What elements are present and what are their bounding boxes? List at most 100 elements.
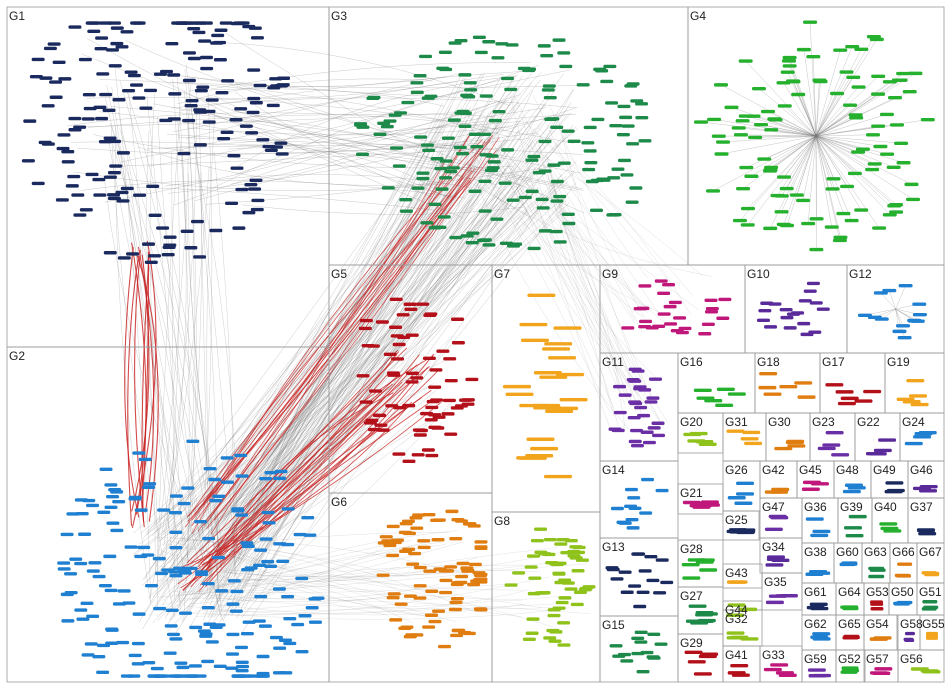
group-label-g35: G35: [764, 575, 787, 589]
node: [413, 596, 427, 600]
node: [78, 532, 92, 536]
node: [726, 631, 745, 635]
edge: [248, 167, 506, 599]
edge: [161, 138, 529, 154]
node: [740, 206, 755, 211]
edge: [895, 308, 904, 326]
node: [526, 437, 555, 441]
node: [657, 291, 671, 295]
edge: [210, 211, 528, 554]
node: [922, 600, 938, 604]
node: [169, 494, 183, 498]
node: [556, 537, 570, 542]
group-label-g62: G62: [804, 617, 827, 631]
node: [153, 72, 167, 76]
node: [528, 576, 542, 580]
edge: [205, 140, 486, 530]
node: [167, 73, 181, 77]
node: [765, 600, 784, 605]
node: [525, 189, 539, 194]
node: [880, 152, 895, 156]
node: [835, 390, 854, 394]
node: [543, 95, 557, 100]
node: [629, 186, 643, 190]
node: [98, 584, 112, 588]
node: [242, 620, 256, 624]
node: [264, 564, 278, 568]
node: [160, 69, 174, 74]
group-label-g2: G2: [9, 349, 25, 363]
node: [439, 578, 453, 583]
edge: [206, 542, 441, 601]
edge: [241, 89, 574, 633]
edge: [151, 120, 467, 537]
edge: [110, 106, 581, 174]
edge: [212, 547, 558, 610]
node: [444, 565, 458, 569]
edge: [767, 111, 817, 137]
node: [301, 516, 315, 520]
node: [439, 590, 453, 595]
edge: [712, 135, 817, 191]
node: [653, 591, 667, 595]
node: [416, 171, 430, 175]
node: [212, 555, 226, 560]
node: [209, 625, 223, 629]
node: [777, 104, 792, 108]
node: [166, 632, 180, 637]
node: [120, 30, 134, 34]
node: [817, 446, 836, 451]
edge: [786, 135, 817, 226]
node: [295, 649, 309, 654]
node: [221, 79, 235, 83]
node: [833, 235, 848, 240]
node: [554, 542, 568, 546]
node: [449, 536, 463, 541]
node: [543, 474, 572, 479]
node: [868, 574, 885, 579]
group-label-g27: G27: [680, 589, 703, 603]
node: [549, 229, 563, 234]
node: [103, 554, 117, 559]
node: [450, 633, 464, 638]
node: [283, 616, 297, 621]
node: [416, 302, 430, 306]
node: [308, 597, 322, 601]
node: [498, 181, 512, 185]
node: [451, 317, 465, 321]
edge: [495, 153, 643, 317]
node: [358, 326, 372, 331]
edge: [227, 579, 413, 623]
node: [731, 126, 746, 130]
node: [398, 626, 412, 630]
group-box-g9: [599, 264, 746, 354]
node: [298, 614, 312, 618]
edge: [203, 608, 568, 620]
node: [559, 64, 573, 69]
node: [253, 563, 267, 567]
node: [870, 600, 884, 604]
node: [626, 82, 640, 86]
node: [470, 144, 484, 149]
node: [502, 384, 531, 389]
node: [65, 184, 79, 188]
edge: [154, 192, 534, 586]
node: [714, 83, 729, 87]
node: [867, 162, 882, 166]
node: [220, 130, 234, 135]
node: [235, 474, 249, 478]
group-label-g12: G12: [849, 267, 872, 281]
node: [803, 289, 817, 293]
node: [567, 549, 581, 554]
node: [825, 430, 844, 435]
node: [757, 157, 772, 161]
node: [242, 210, 256, 215]
node: [227, 154, 241, 158]
node: [768, 302, 782, 306]
edge: [158, 115, 569, 574]
edge: [163, 119, 187, 546]
edge: [142, 175, 500, 586]
node: [104, 483, 118, 487]
node: [221, 480, 235, 484]
node: [727, 496, 746, 500]
